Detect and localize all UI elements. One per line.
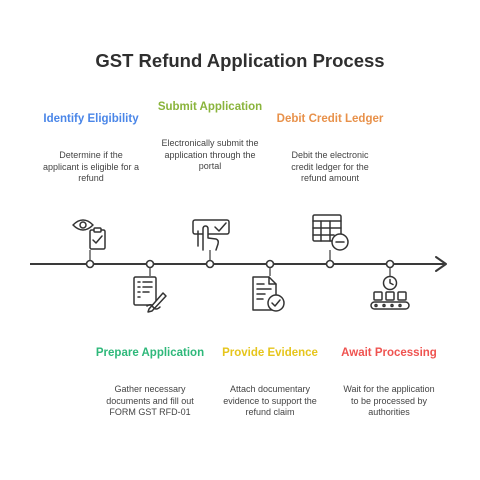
timeline-node-identify: [85, 259, 95, 269]
timeline-node-debit: [325, 259, 335, 269]
timeline-node-prepare: [145, 259, 155, 269]
timeline-arrowhead: [435, 256, 447, 272]
step-title-submit: Submit Application: [157, 101, 263, 113]
ledger-minus-icon: [312, 214, 349, 251]
touch-submit-icon: [192, 219, 230, 251]
step-desc-identify: Determine if the applicant is eligible f…: [42, 150, 140, 183]
document-check-icon: [252, 276, 285, 312]
step-desc-evidence: Attach documentary evidence to support t…: [223, 384, 317, 417]
step-title-evidence: Provide Evidence: [222, 347, 318, 359]
step-desc-await: Wait for the application to be processed…: [343, 384, 435, 417]
step-desc-debit: Debit the electronic credit ledger for t…: [291, 150, 369, 183]
step-title-prepare: Prepare Application: [95, 347, 205, 359]
timeline-node-evidence: [265, 259, 275, 269]
form-pen-icon: [133, 276, 167, 313]
eye-checklist-icon: [72, 219, 106, 250]
diagram-title: GST Refund Application Process: [95, 50, 385, 71]
timeline-node-submit: [205, 259, 215, 269]
step-title-debit: Debit Credit Ledger: [276, 113, 384, 125]
timeline-node-await: [385, 259, 395, 269]
step-desc-submit: Electronically submit the application th…: [161, 138, 259, 171]
connectors: [89, 250, 391, 276]
step-desc-prepare: Gather necessary documents and fill out …: [106, 384, 194, 417]
conveyor-clock-icon: [370, 275, 410, 310]
step-title-await: Await Processing: [341, 347, 437, 359]
step-title-identify: Identify Eligibility: [43, 113, 139, 125]
